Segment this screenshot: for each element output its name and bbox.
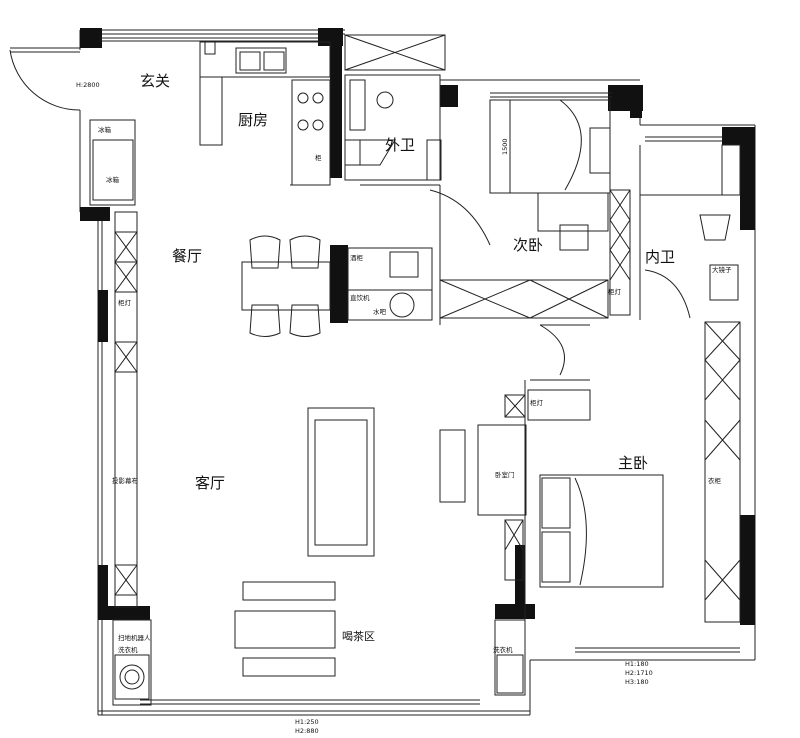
label-dryer: 洗衣机 <box>493 645 513 654</box>
room-label-kitchen: 厨房 <box>238 111 268 129</box>
label-projector: 投影幕布 <box>112 476 139 485</box>
dim-bottom-1: H1:250 <box>295 718 319 726</box>
room-label-guest-bath: 外卫 <box>385 136 415 154</box>
room-label-second-bedroom: 次卧 <box>513 236 543 254</box>
label-closet: 衣柜 <box>708 476 722 485</box>
laundry <box>112 619 526 706</box>
label-vanity: 大镜子 <box>712 265 732 274</box>
label-washer: 洗衣机 <box>118 645 138 654</box>
room-label-entrance: 玄关 <box>140 72 170 90</box>
kitchen-fixtures <box>199 41 331 186</box>
room-label-master-bedroom: 主卧 <box>618 454 648 472</box>
dim-bed-width: 1500 <box>501 138 509 155</box>
label-wardrobe-lamp: 柜灯 <box>608 287 622 296</box>
room-label-dining: 餐厅 <box>172 247 202 265</box>
entry-door-swing <box>9 49 81 111</box>
guest-bath-fixtures <box>344 34 446 186</box>
water-bar <box>347 247 433 321</box>
living-furniture <box>234 407 527 677</box>
label-wine: 酒柜 <box>350 253 364 262</box>
label-cabinet-left: 柜灯 <box>118 298 132 307</box>
label-bedside-lamp: 柜灯 <box>530 398 544 407</box>
second-bedroom-furniture <box>429 99 631 325</box>
label-water-bar: 水吧 <box>373 307 387 316</box>
pillars <box>80 28 755 625</box>
room-label-master-bath: 内卫 <box>645 248 675 266</box>
label-water-dispenser: 直饮机 <box>350 293 370 302</box>
dim-entrance-h: H:2800 <box>76 81 100 89</box>
label-fridge-top: 冰箱 <box>98 125 112 134</box>
label-robot: 扫地机器人 <box>118 633 151 642</box>
left-window-column <box>114 211 138 608</box>
room-label-living: 客厅 <box>195 474 225 492</box>
fridge-block <box>89 119 136 206</box>
dim-right-3: H3:180 <box>625 678 649 686</box>
master-bedroom-furniture <box>504 321 741 623</box>
label-fridge: 冰箱 <box>106 175 120 184</box>
dim-bottom-2: H2:880 <box>295 727 319 735</box>
room-label-tea-area: 喝茶区 <box>342 630 375 643</box>
dim-right-2: H2:1710 <box>625 669 653 677</box>
fridge-icon <box>92 139 134 201</box>
master-bath-fixtures <box>639 144 741 320</box>
label-door: 卧室门 <box>495 470 515 479</box>
label-cabinet-kitchen: 柜 <box>315 153 322 162</box>
dim-right-1: H1:180 <box>625 660 649 668</box>
windows-top <box>100 37 740 705</box>
dining-table <box>241 235 331 337</box>
